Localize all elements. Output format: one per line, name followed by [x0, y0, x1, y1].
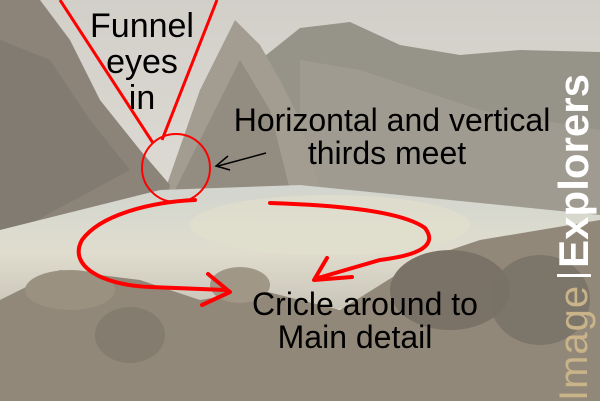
red-arrowhead-left	[200, 272, 232, 307]
watermark-image-word: Image	[551, 284, 596, 401]
funnel-label-line1: Funnel	[90, 7, 194, 45]
thirds-label-line2: thirds meet	[307, 135, 467, 171]
thirds-label: Horizontal and vertical thirds meet	[192, 104, 592, 170]
red-arrowhead-right	[312, 256, 354, 282]
funnel-label-line2: eyes	[106, 43, 178, 81]
watermark-explorers-word: Explorers	[550, 74, 597, 268]
watermark-divider	[557, 273, 591, 277]
main-detail-label-line1: Cricle around to	[252, 286, 478, 322]
thirds-label-line1: Horizontal and vertical	[233, 102, 551, 138]
watermark: Image Explorers	[550, 74, 597, 401]
main-detail-label-line2: Main detail	[277, 319, 433, 355]
main-detail-label: Cricle around to Main detail	[230, 288, 500, 354]
funnel-line-right	[160, 0, 219, 141]
red-curve-left	[76, 198, 228, 292]
funnel-label: Funnel eyes in	[82, 8, 202, 116]
red-curve-right	[268, 201, 432, 280]
black-arrow-icon	[214, 155, 231, 171]
funnel-line-left	[58, 0, 155, 144]
funnel-label-line3: in	[128, 79, 156, 117]
